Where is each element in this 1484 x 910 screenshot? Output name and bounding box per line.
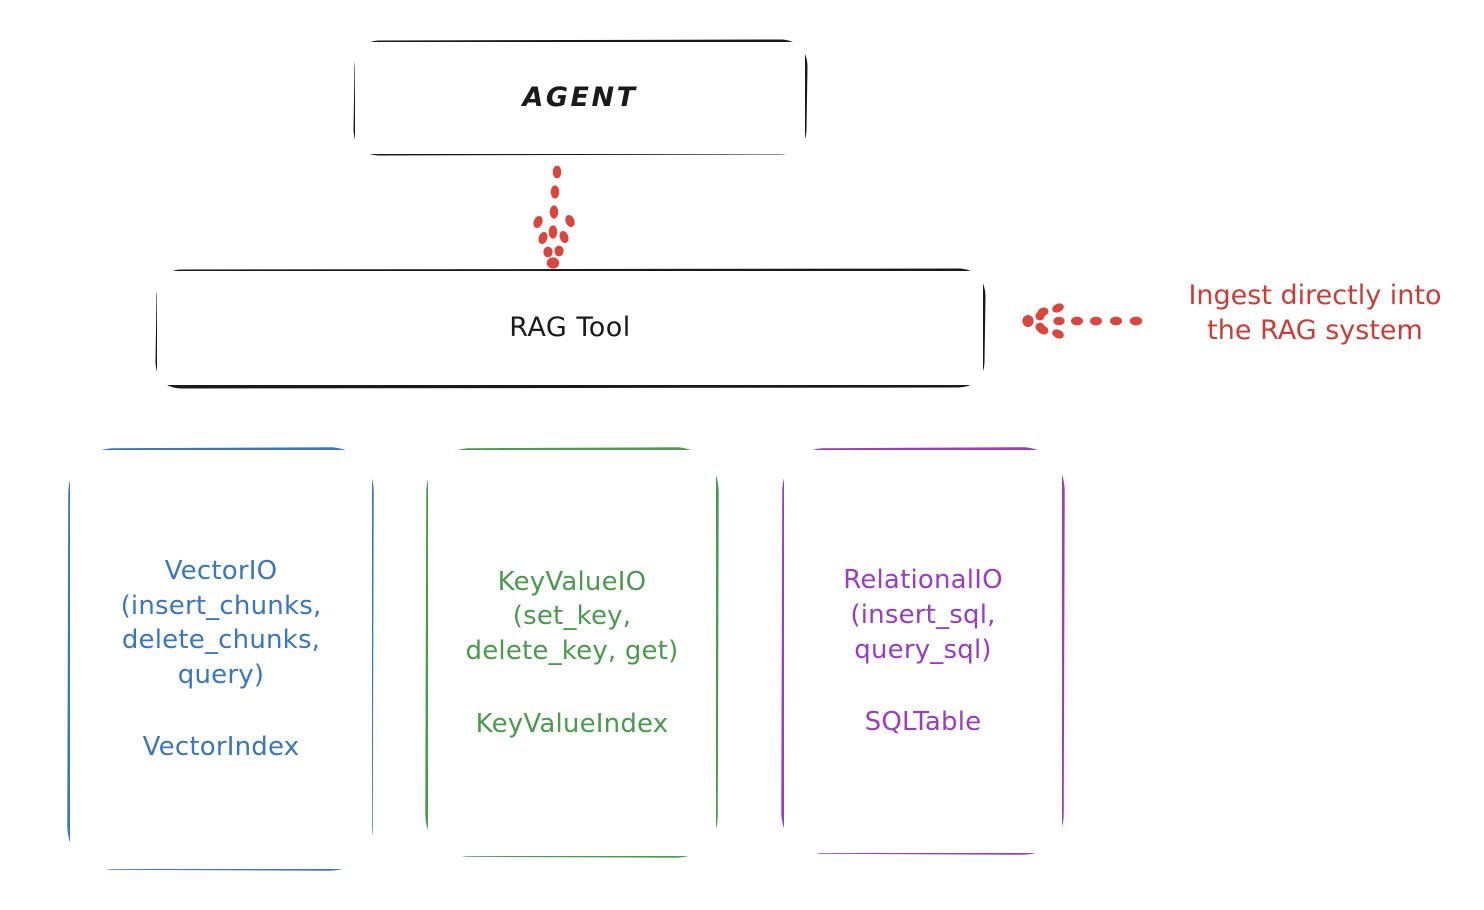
- node-key-value-io-api-label: KeyValueIO (set_key, delete_key, get): [465, 566, 679, 666]
- node-vector-io-api-label: VectorIO (insert_chunks, delete_chunks, …: [120, 556, 322, 690]
- node-rag-tool-label: RAG Tool: [509, 311, 631, 343]
- node-relational-io[interactable]: RelationalIO (insert_sql, query_sql) SQL…: [784, 450, 1062, 853]
- node-key-value-io[interactable]: KeyValueIO (set_key, delete_key, get) Ke…: [428, 450, 716, 856]
- node-vector-io[interactable]: VectorIO (insert_chunks, delete_chunks, …: [70, 450, 372, 869]
- connector-agent-to-rag-tool: [533, 165, 575, 269]
- node-vector-io-index-label: VectorIndex: [142, 732, 300, 763]
- node-key-value-io-index-label: KeyValueIndex: [475, 708, 669, 739]
- node-relational-io-index-label: SQLTable: [864, 707, 982, 738]
- annotation-ingest-directly: Ingest directly into the RAG system: [1188, 280, 1442, 347]
- node-agent[interactable]: AGENT: [355, 42, 805, 154]
- node-relational-io-api-label: RelationalIO (insert_sql, query_sql): [843, 565, 1003, 665]
- node-agent-label: AGENT: [522, 81, 638, 113]
- node-rag-tool[interactable]: RAG Tool: [157, 271, 983, 385]
- connector-ingest-to-rag-tool: [1022, 303, 1143, 339]
